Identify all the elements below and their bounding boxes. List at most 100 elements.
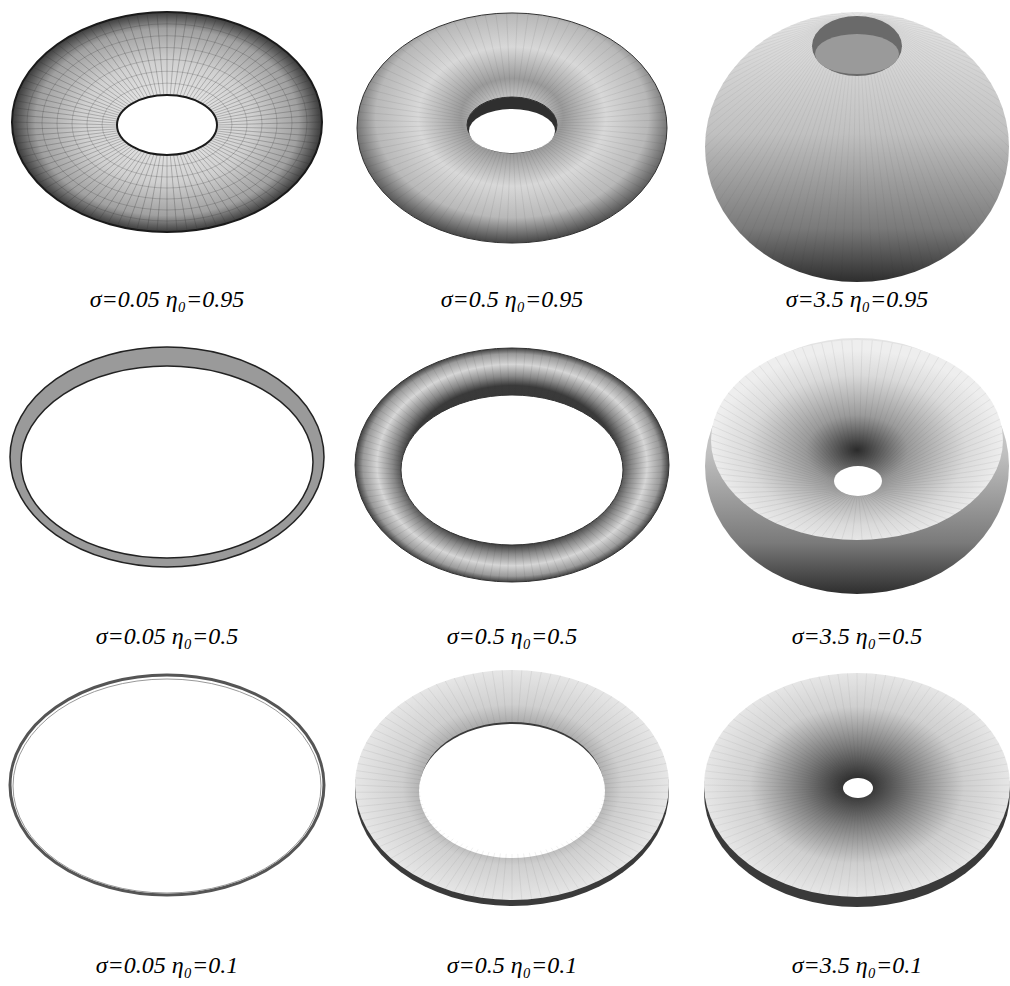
mesh-line	[605, 402, 644, 430]
mesh-line	[871, 493, 938, 522]
mesh-line	[841, 13, 852, 16]
mesh-line	[865, 14, 884, 16]
mesh-line	[852, 496, 857, 540]
mesh-line	[361, 491, 405, 498]
mesh-line	[357, 127, 467, 136]
mesh-line	[428, 688, 463, 732]
mesh-line	[379, 823, 434, 846]
mesh-line	[873, 771, 1009, 787]
mesh-line	[534, 544, 543, 580]
mesh-line	[575, 836, 619, 869]
mesh-line	[612, 503, 653, 517]
mesh-line	[739, 794, 846, 856]
mesh-line	[358, 763, 422, 775]
mesh-line	[472, 352, 484, 398]
mesh-line	[755, 24, 827, 47]
mesh-line	[355, 465, 401, 470]
mesh-line	[355, 792, 420, 793]
mesh-line	[586, 717, 639, 749]
mesh-line	[859, 798, 867, 897]
mesh-line	[621, 483, 666, 485]
mesh-line	[873, 778, 1010, 787]
mesh-line	[363, 133, 469, 160]
mesh-line	[711, 791, 843, 820]
mesh-line	[357, 120, 467, 123]
mesh-ring	[87, 71, 247, 177]
mesh-line	[542, 43, 616, 105]
mesh-line	[763, 70, 829, 254]
mesh-line	[356, 452, 402, 462]
mesh-line	[548, 60, 637, 108]
mesh-line	[897, 60, 991, 210]
mesh-line	[852, 340, 857, 466]
mesh-line	[711, 433, 834, 480]
mesh-line	[534, 350, 543, 396]
parameter-label: σ=3.5 η₀=0.95	[692, 285, 1010, 313]
mesh-line	[379, 723, 434, 752]
mesh-line	[734, 64, 821, 227]
thin-ring-surface	[10, 347, 324, 567]
mesh-line	[775, 357, 844, 468]
mesh-line	[859, 496, 862, 540]
mesh-line	[564, 362, 585, 404]
parameter-label: σ=0.05 η₀=0.5	[2, 622, 332, 650]
mesh-line	[882, 433, 1003, 480]
mesh-line	[800, 18, 840, 22]
mesh-line	[752, 703, 847, 780]
mesh-line	[880, 481, 990, 487]
ring-outline	[13, 679, 321, 893]
mesh-line	[393, 143, 477, 202]
mesh-line	[866, 796, 939, 879]
mesh-line	[792, 684, 852, 779]
mesh-line	[425, 148, 487, 223]
mesh-line	[508, 545, 509, 582]
mesh-line	[50, 145, 129, 195]
mesh-line	[515, 348, 516, 395]
mesh-line	[177, 154, 197, 229]
mesh-line	[873, 493, 947, 519]
mesh-line	[871, 793, 991, 839]
mesh-line	[571, 696, 612, 737]
mesh-line	[553, 81, 653, 113]
mesh-line	[205, 145, 284, 195]
mesh-line	[857, 673, 858, 778]
mesh-line	[420, 841, 458, 878]
mesh-line	[514, 13, 518, 97]
mesh-line	[706, 42, 812, 128]
mesh-line	[524, 853, 532, 899]
mesh-line	[417, 147, 485, 219]
mesh-line	[861, 798, 886, 895]
mesh-line	[609, 407, 649, 433]
mesh-ring	[102, 83, 232, 166]
mesh-line	[870, 794, 975, 856]
mesh-line	[552, 356, 569, 400]
mesh-line	[370, 736, 429, 760]
mesh-line	[585, 377, 615, 414]
mesh-line	[864, 343, 893, 466]
mesh-line	[355, 472, 401, 475]
mesh-line	[217, 127, 322, 129]
mesh-line	[455, 540, 472, 574]
mesh-line	[623, 458, 669, 465]
mesh-line	[708, 40, 813, 119]
mesh-line	[881, 412, 997, 476]
mesh-line	[464, 152, 498, 238]
mesh-line	[554, 89, 657, 116]
mesh-line	[621, 445, 666, 457]
mesh-line	[859, 76, 863, 282]
mesh-line	[873, 789, 1010, 792]
mesh-line	[601, 804, 664, 813]
mesh-line	[403, 381, 435, 416]
mesh-line	[157, 155, 164, 232]
mesh-line	[745, 795, 847, 862]
mesh-line	[899, 36, 1000, 101]
mesh-line	[212, 73, 306, 111]
mesh-line	[861, 341, 873, 467]
mesh-line	[360, 756, 423, 771]
mesh-line	[202, 44, 276, 104]
mesh-line	[209, 142, 296, 183]
mesh-line	[38, 142, 125, 183]
mesh-line	[65, 39, 134, 102]
mesh-line	[529, 853, 541, 898]
